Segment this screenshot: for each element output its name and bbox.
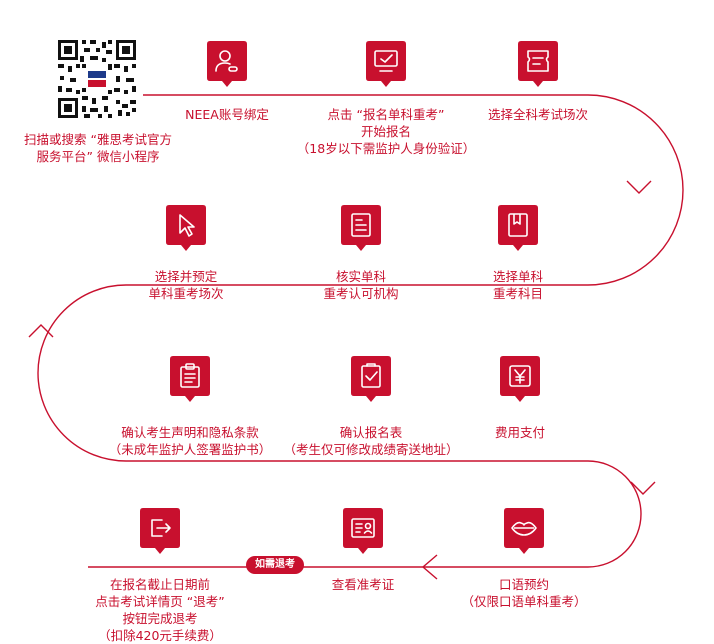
step-label-line: 开始报名 (360, 124, 412, 139)
step-5-label: 核实单科 重考认可机构 (323, 268, 398, 302)
document-icon (351, 213, 371, 237)
step-label-line: 确认报名表 (339, 425, 403, 440)
qr-logo-top (88, 71, 106, 78)
qr-caption-line: 扫描或搜索 “雅思考试官方 (24, 132, 172, 147)
step-3-node (518, 41, 558, 87)
step-label-line: 选择并预定 (154, 269, 218, 284)
arrow-left-1 (28, 324, 54, 338)
step-label-line: 选择单科 (492, 269, 544, 284)
step-label-line: 费用支付 (494, 425, 546, 440)
exit-icon (151, 519, 171, 537)
step-label-line: （仅限口语单科重考） (461, 594, 587, 609)
bookmark-icon (508, 213, 528, 237)
step-4-node (166, 205, 206, 251)
step-label-line: NEEA账号绑定 (185, 107, 269, 122)
step-label-line: 在报名截止日期前 (109, 577, 210, 592)
monitor-check-icon (374, 50, 398, 72)
step-9-label: 费用支付 (495, 424, 545, 441)
step-9-node (500, 356, 540, 402)
step-label-line: 点击 “报名单科重考” (327, 107, 445, 122)
user-link-icon (215, 50, 238, 72)
step-2-node (366, 41, 406, 87)
step-8-node (351, 356, 391, 402)
step-label-line: 核实单科 (335, 269, 387, 284)
clipboard-icon (180, 363, 200, 388)
step-4-label: 选择并预定 单科重考场次 (148, 268, 223, 302)
refund-badge: 如需退考 (246, 556, 304, 574)
step-1-node (207, 41, 247, 87)
step-2-label: 点击 “报名单科重考” 开始报名 （18岁以下需监护人身份验证） (297, 106, 475, 157)
step-label-line: 重考认可机构 (323, 286, 399, 301)
step-7-node (170, 356, 210, 402)
step-label-line: 查看准考证 (331, 577, 395, 592)
step-label-line: 选择全科考试场次 (487, 107, 589, 122)
step-1-label: NEEA账号绑定 (185, 106, 269, 123)
step-label-line: 重考科目 (492, 286, 544, 301)
qr-caption-line: 服务平台” 微信小程序 (36, 149, 160, 164)
cursor-icon (179, 214, 195, 237)
qr-caption: 扫描或搜索 “雅思考试官方 服务平台” 微信小程序 (24, 131, 172, 165)
id-card-icon (351, 518, 375, 538)
step-label-line: （考生仅可修改成绩寄送地址） (283, 442, 459, 457)
step-label-line: （18岁以下需监护人身份验证） (296, 141, 476, 156)
step-label-line: 口语预约 (498, 577, 550, 592)
yuan-icon (509, 365, 531, 387)
lips-icon (511, 521, 537, 536)
step-6-label: 选择单科 重考科目 (493, 268, 543, 302)
step-8-label: 确认报名表 （考生仅可修改成绩寄送地址） (283, 424, 458, 458)
step-10-node (504, 508, 544, 554)
form-check-icon (361, 363, 381, 388)
step-label-line: 确认考生声明和隐私条款 (121, 425, 259, 440)
step-10-label: 口语预约 （仅限口语单科重考） (461, 576, 586, 610)
step-label-line: （未成年监护人签署监护书） (108, 442, 272, 457)
step-12-node (140, 508, 180, 554)
step-5-node (341, 205, 381, 251)
step-12-label: 在报名截止日期前 点击考试详情页 “退考” 按钮完成退考 （扣除420元手续费） (95, 576, 224, 644)
step-3-label: 选择全科考试场次 (488, 106, 588, 123)
step-6-node (498, 205, 538, 251)
step-label-line: 单科重考场次 (148, 286, 224, 301)
step-label-line: 按钮完成退考 (122, 611, 198, 626)
arrow-right-1 (626, 180, 652, 194)
qr-code[interactable] (56, 38, 138, 120)
arrow-left-2 (421, 554, 438, 580)
step-label-line: 点击考试详情页 “退考” (95, 594, 225, 609)
ticket-icon (527, 50, 549, 72)
step-11-label: 查看准考证 (332, 576, 395, 593)
arrow-right-2 (630, 481, 656, 495)
qr-logo-bottom (88, 80, 106, 87)
step-11-node (343, 508, 383, 554)
step-7-label: 确认考生声明和隐私条款 （未成年监护人签署监护书） (109, 424, 272, 458)
